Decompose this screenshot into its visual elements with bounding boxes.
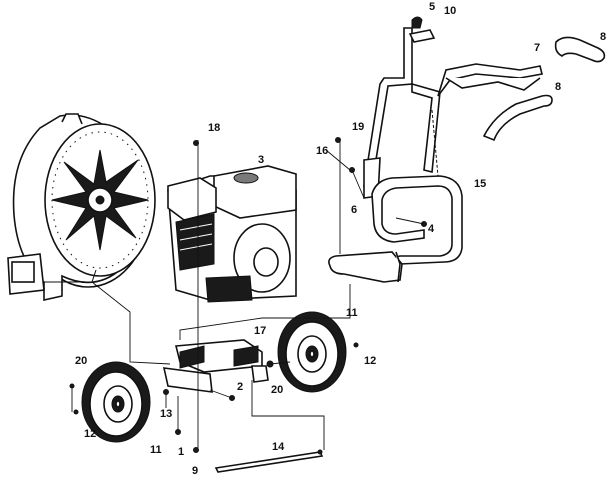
callout-labels: 1 2 3 4 5 6 7 8 8 9 10 11 11 12 12 13 14… <box>75 1 606 477</box>
axle <box>214 451 324 473</box>
callout-11-left: 11 <box>150 444 162 456</box>
callout-4: 4 <box>428 223 435 235</box>
leader-lines <box>71 138 425 450</box>
callout-20-right: 20 <box>271 384 283 396</box>
blower-housing <box>7 113 156 301</box>
callout-11-right: 11 <box>346 307 358 319</box>
callout-5: 5 <box>429 1 435 13</box>
callout-2: 2 <box>237 381 243 393</box>
callout-15: 15 <box>474 178 486 190</box>
callout-16: 16 <box>316 145 328 157</box>
callout-10: 10 <box>444 5 456 17</box>
callout-13: 13 <box>160 408 172 420</box>
callout-14: 14 <box>272 441 285 453</box>
wheel-left <box>81 361 151 443</box>
callout-9: 9 <box>192 465 198 477</box>
callout-12-left: 12 <box>84 428 96 440</box>
callout-19: 19 <box>352 121 364 133</box>
engine <box>167 165 297 303</box>
callout-6: 6 <box>351 204 357 216</box>
callout-1: 1 <box>178 446 184 458</box>
handle-assembly <box>328 16 606 283</box>
callout-17: 17 <box>254 325 266 337</box>
callout-3: 3 <box>258 154 264 166</box>
callout-8-lower: 8 <box>555 81 561 93</box>
callout-18: 18 <box>208 122 220 134</box>
callout-7: 7 <box>534 42 540 54</box>
callout-8-top: 8 <box>600 31 606 43</box>
callout-12-right: 12 <box>364 355 376 367</box>
callout-20-left: 20 <box>75 355 87 367</box>
wheel-right <box>277 311 347 393</box>
